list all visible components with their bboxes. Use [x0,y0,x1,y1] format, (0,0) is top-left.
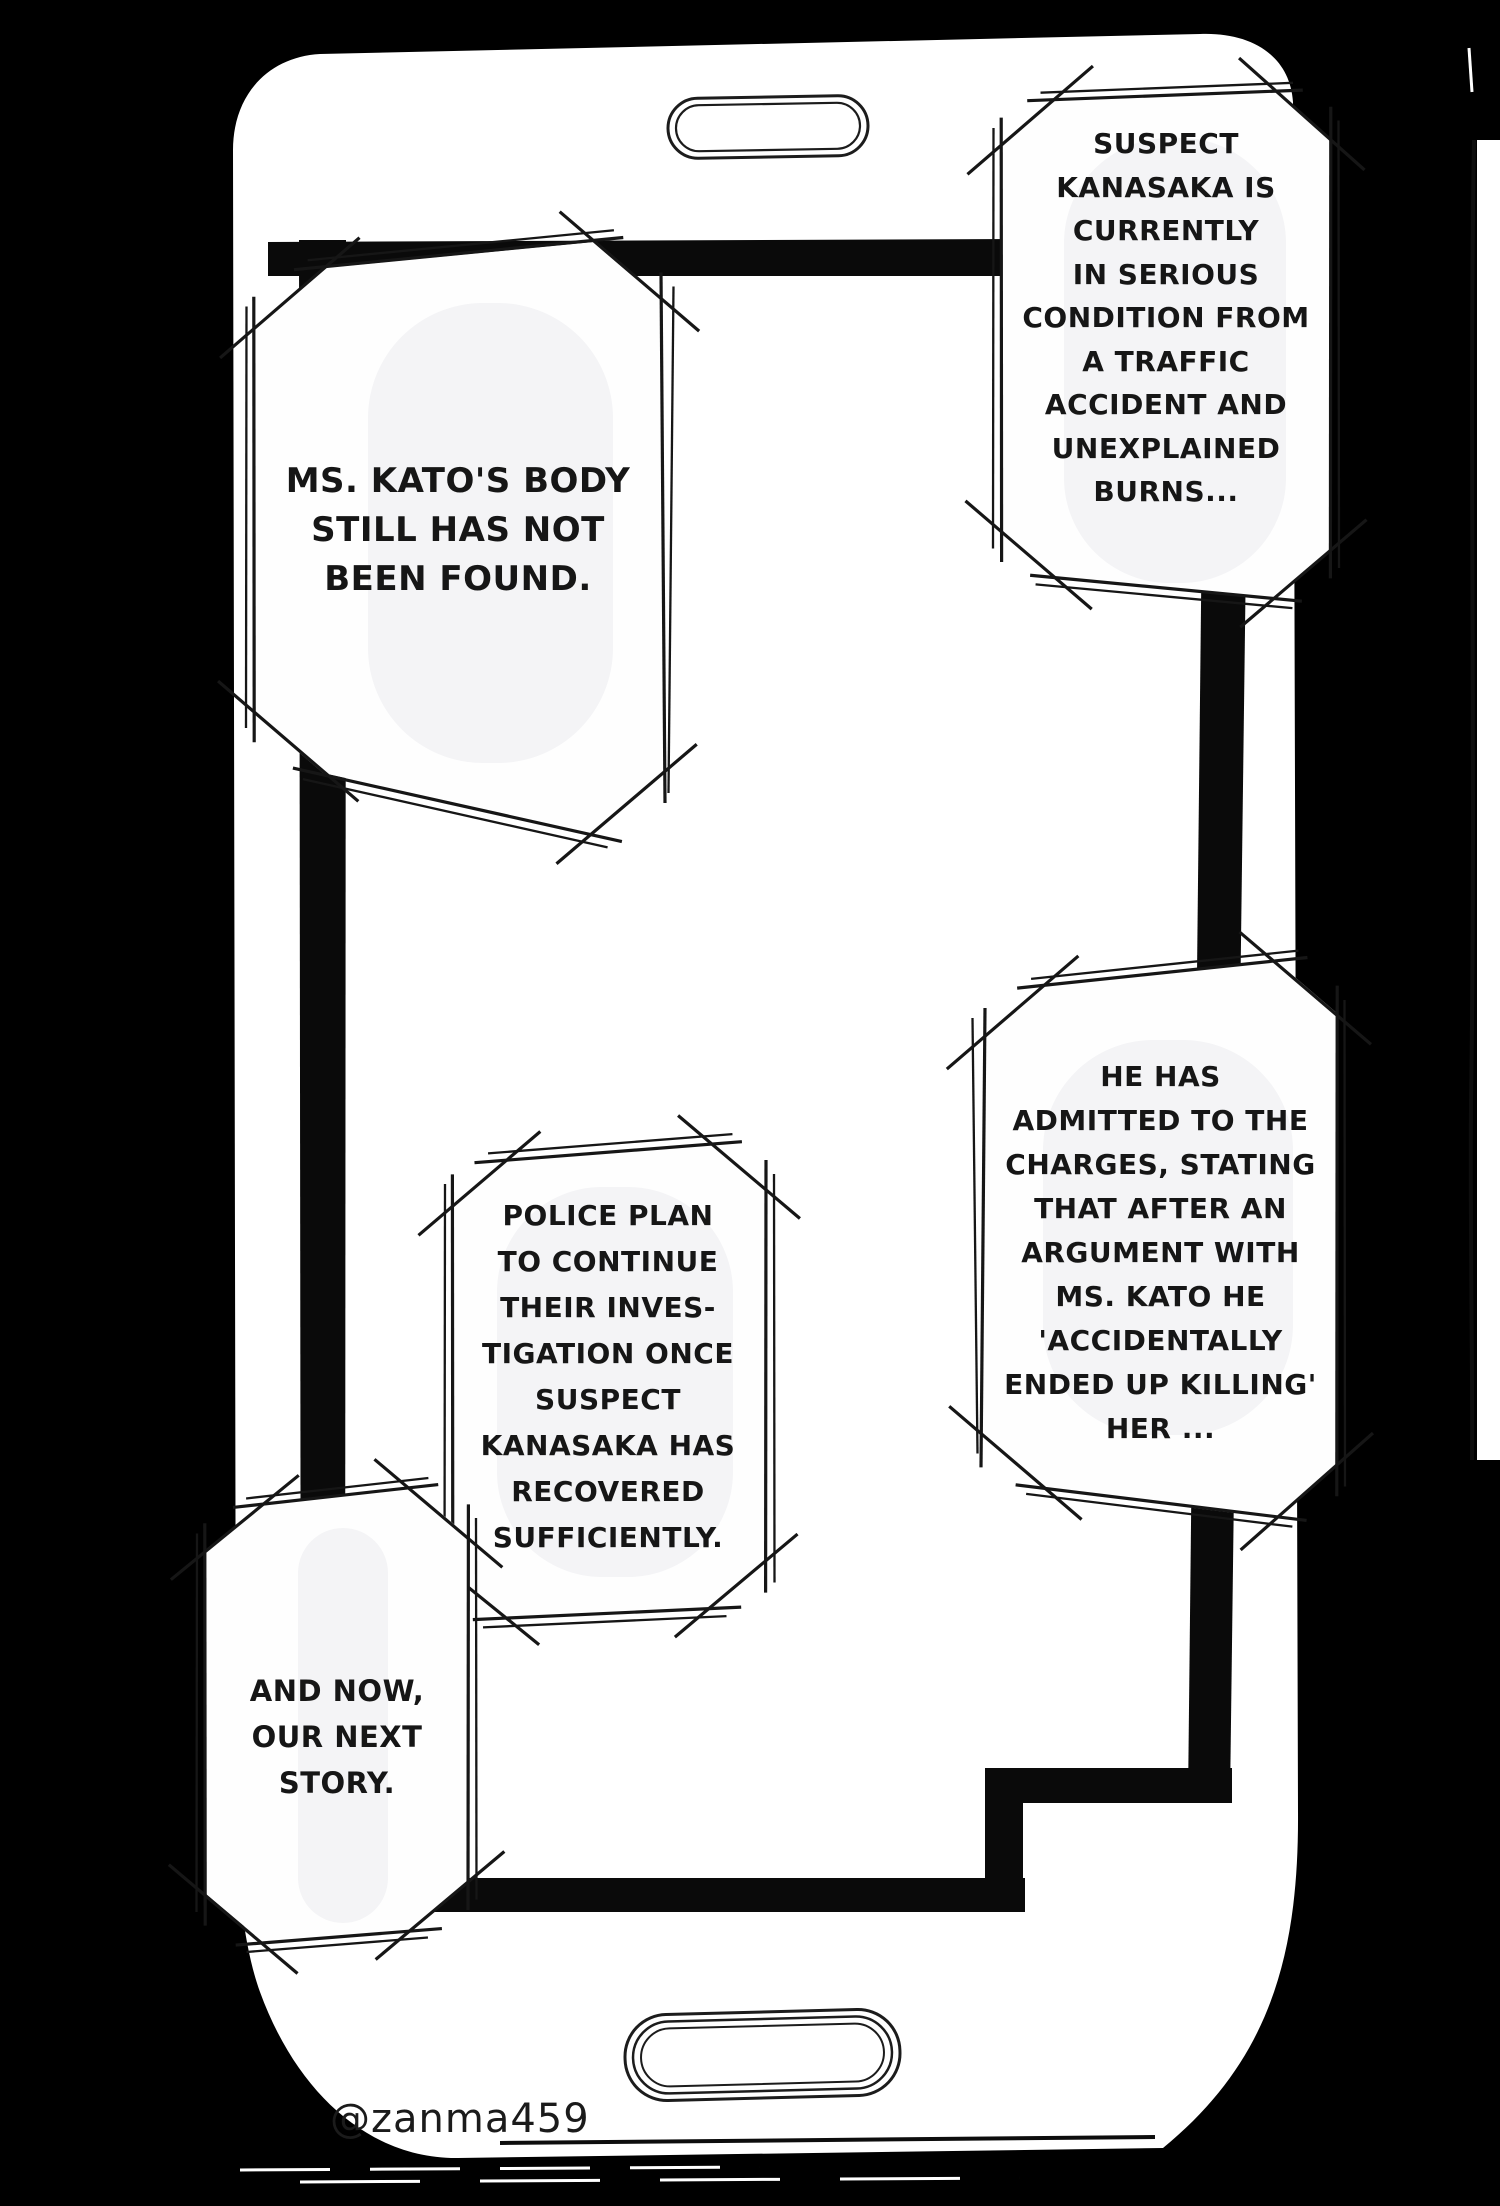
bubble-top-right: SUSPECT KANASAKA IS CURRENTLY IN SERIOUS… [964,56,1368,629]
bubble-top-left-text: MS. KATO'S BODY STILL HAS NOT BEEN FOUND… [285,461,631,599]
bubble-top-left: MS. KATO'S BODY STILL HAS NOT BEEN FOUND… [217,210,701,865]
artist-watermark: @zanma459 [330,2096,590,2142]
bubble-top-right-outline [964,56,1368,629]
bottom-edge-sketch-lines [239,2135,1156,2184]
bubble-bottom-left: AND NOW, OUR NEXT STORY. [167,1458,506,1975]
bubble-center-outline [415,1114,801,1646]
background-edge-gap [1467,47,1500,1461]
bubble-mid-right: HE HAS ADMITTED TO THE CHARGES, STATING … [945,930,1375,1552]
bubble-top-left-outline [217,210,701,865]
bubble-mid-right-outline [945,930,1375,1552]
bubble-bottom-left-text: AND NOW, OUR NEXT STORY. [249,1674,425,1800]
bubble-center: POLICE PLAN TO CONTINUE THEIR INVES- TIG… [415,1114,801,1646]
bubble-mid-right-text: HE HAS ADMITTED TO THE CHARGES, STATING … [1004,1059,1317,1445]
home-button-icon [623,2007,902,2102]
earpiece-speaker-icon [666,94,870,160]
bubble-center-text: POLICE PLAN TO CONTINUE THEIR INVES- TIG… [480,1199,736,1554]
bubble-top-right-text: SUSPECT KANASAKA IS CURRENTLY IN SERIOUS… [1022,127,1310,509]
bubble-bottom-left-outline [167,1458,506,1975]
